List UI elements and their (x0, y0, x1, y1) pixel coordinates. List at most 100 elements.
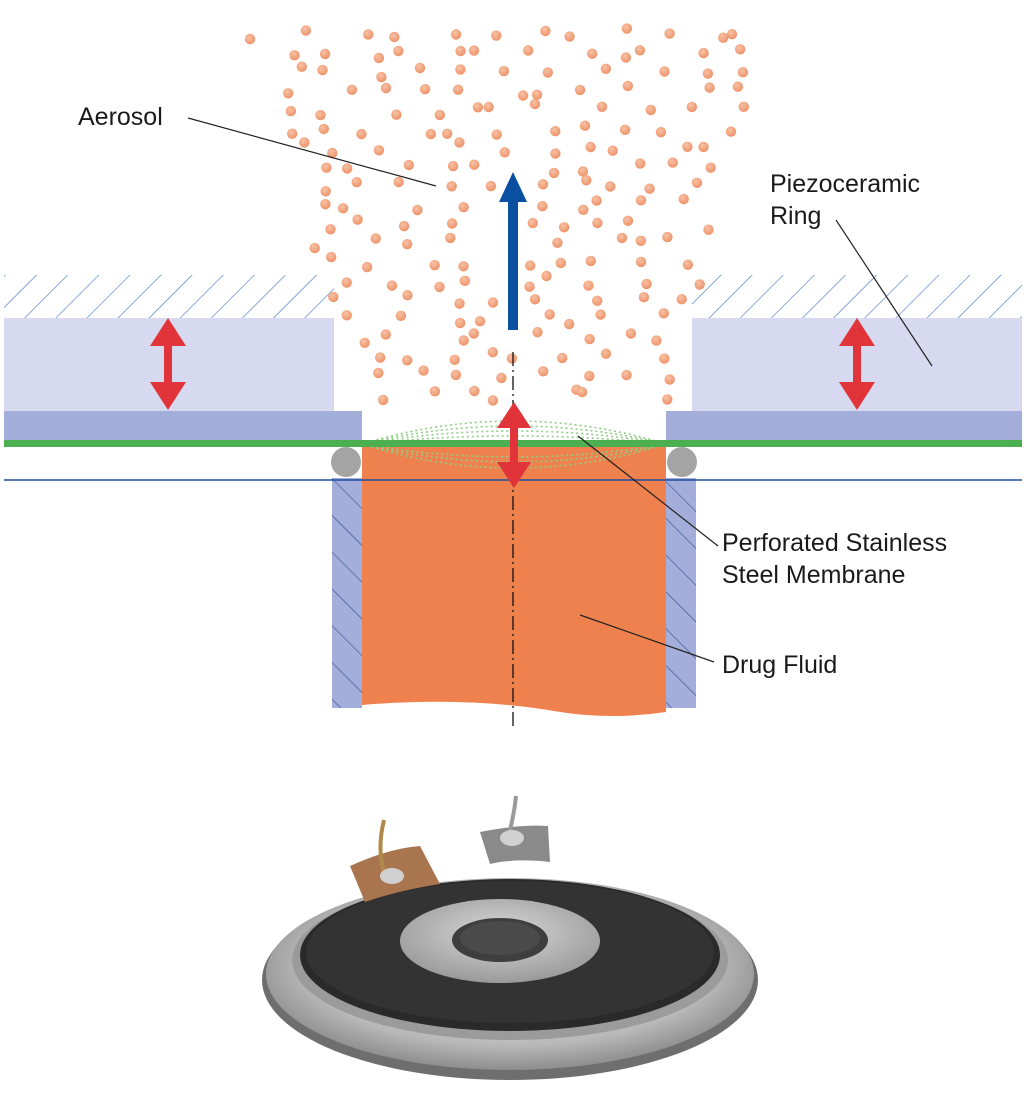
aerosol-droplet (455, 45, 466, 57)
aerosol-droplet (622, 80, 633, 92)
aerosol-droplet (738, 101, 749, 113)
aerosol-droplet (564, 318, 575, 330)
drug-fluid (362, 446, 666, 716)
aerosol-droplet (450, 29, 462, 40)
aerosol-droplet (698, 141, 709, 153)
vibration-arrow-right (839, 318, 875, 410)
aerosol-droplet (373, 367, 384, 379)
aerosol-droplet (425, 128, 436, 140)
aerosol-droplet (537, 201, 548, 212)
aerosol-droplet (447, 160, 459, 172)
aerosol-droplet (370, 233, 381, 244)
aerosol-droplet (517, 90, 529, 101)
aerosol-droplet (655, 127, 667, 138)
aerosol-droplet (634, 45, 646, 56)
aerosol-droplet (352, 214, 363, 225)
aerosol-droplet (459, 275, 470, 286)
aerosol-droplet (698, 47, 709, 59)
label-drug-fluid: Drug Fluid (722, 651, 837, 679)
aerosol-droplet (583, 280, 594, 291)
aerosol-droplet (644, 183, 655, 194)
aerosol-droplet (351, 177, 362, 188)
piezo-disc-photo (262, 795, 758, 1080)
aerosol-flow-arrow (499, 172, 527, 330)
aerosol-droplet (667, 157, 678, 168)
aerosol-droplet (664, 374, 675, 385)
aerosol-droplet (540, 25, 551, 37)
aerosol-droplet (705, 162, 716, 173)
aerosol-droplet (287, 128, 298, 139)
aerosol-droplet (487, 297, 499, 308)
aerosol-droplet (531, 89, 543, 101)
aerosol-droplet (600, 63, 612, 74)
aerosol-droplet (564, 31, 575, 42)
aerosol-droplet (622, 215, 634, 226)
aerosol-droplet (403, 159, 415, 171)
aerosol-droplet (635, 235, 646, 246)
substrate-right (666, 411, 1022, 442)
aerosol-droplet (454, 298, 465, 309)
aerosol-droplet (328, 291, 339, 303)
aerosol-droplet (682, 259, 694, 270)
aerosol-droplet (327, 147, 338, 159)
aerosol-droplet (315, 109, 326, 121)
label-piezo-line2: Ring (770, 202, 821, 230)
aerosol-droplet (380, 82, 392, 94)
aerosol-droplet (682, 141, 693, 152)
vibration-arrow-center (497, 402, 531, 488)
aerosol-droplet (659, 66, 670, 77)
aerosol-droplet (468, 328, 479, 339)
aerosol-droplet (620, 52, 632, 63)
aerosol-droplets (244, 23, 749, 406)
aerosol-droplet (607, 145, 618, 156)
aerosol-droplet (445, 232, 456, 244)
membrane-vibration-waves (361, 420, 667, 469)
aerosol-droplet (402, 239, 413, 250)
aerosol-droplet (378, 394, 389, 406)
aerosol-droplet (469, 385, 480, 397)
aerosol-droplet (678, 193, 689, 205)
aerosol-droplet (474, 316, 486, 327)
aerosol-droplet (552, 237, 563, 248)
aerosol-droplet (398, 220, 410, 232)
aerosol-droplet (557, 352, 568, 364)
reservoir-wall-left-hatch (332, 478, 362, 708)
aerosol-droplet (676, 294, 687, 305)
aerosol-droplet (585, 141, 596, 153)
aerosol-droplet (244, 33, 256, 45)
aerosol-droplet (326, 251, 337, 263)
aerosol-droplet (363, 29, 374, 40)
aerosol-droplet (429, 260, 440, 271)
aerosol-droplet (591, 195, 602, 206)
aerosol-droplet (325, 224, 336, 235)
aerosol-droplet (434, 109, 445, 121)
aerosol-droplet (455, 317, 466, 329)
aerosol-droplet (581, 175, 592, 186)
aerosol-droplet (726, 29, 738, 40)
aerosol-droplet (529, 294, 541, 305)
aerosol-droplet (635, 195, 647, 206)
reservoir-wall-right-hatch (666, 478, 696, 708)
aerosol-droplet (361, 261, 373, 273)
aerosol-droplet (342, 163, 353, 174)
aerosol-droplet (529, 98, 541, 110)
aerosol-droplet (319, 48, 331, 60)
aerosol-droplet (578, 204, 589, 215)
aerosol-droplet (434, 281, 445, 293)
aerosol-droplet (391, 109, 402, 120)
aerosol-droplet (550, 126, 561, 137)
aerosol-droplet (703, 224, 714, 235)
aerosol-droplet (418, 365, 429, 376)
aerosol-droplet (619, 124, 631, 135)
aerosol-droplet (544, 309, 555, 320)
label-membrane-line1: Perforated Stainless (722, 529, 947, 557)
aerosol-droplet (491, 30, 502, 41)
aerosol-droplet (542, 67, 553, 78)
aerosol-droplet (600, 348, 612, 359)
leader-lines (187, 117, 933, 663)
aerosol-droplet (483, 101, 494, 113)
aerosol-droplet (595, 309, 606, 320)
aerosol-droplet (538, 366, 549, 377)
aerosol-droplet (283, 88, 294, 99)
